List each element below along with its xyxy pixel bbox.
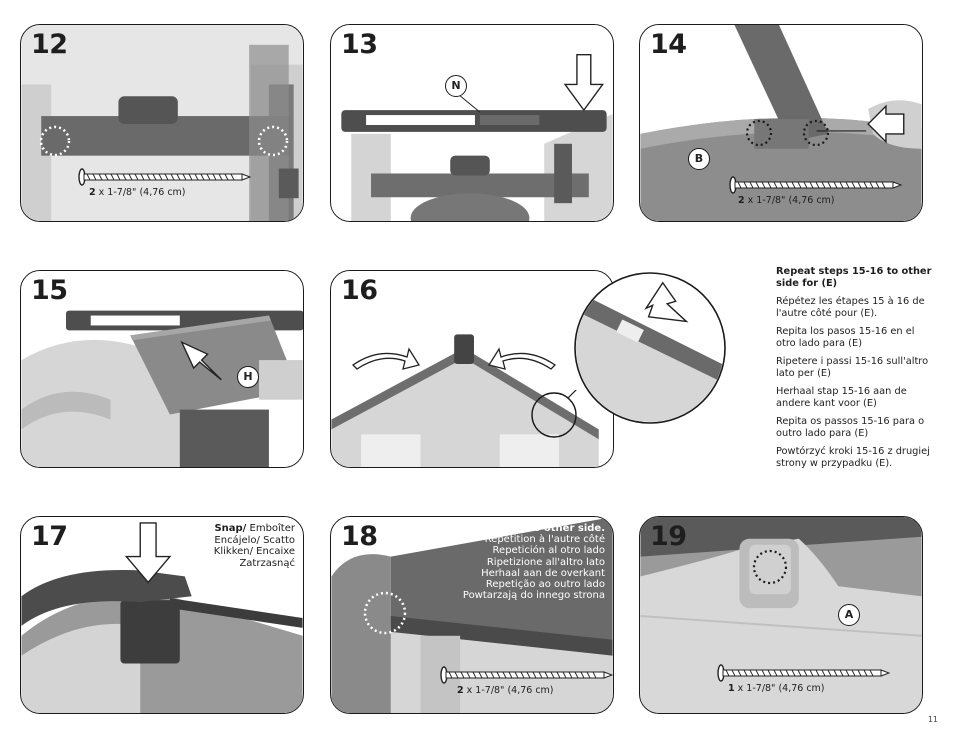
screw-spec-label: 2 x 1-7/8" (4,76 cm) — [738, 195, 835, 206]
step-number: 17 — [31, 521, 68, 552]
step-17-panel: 17 Snap/ Emboîter Encájelo/ Scatto Klikk… — [20, 516, 304, 714]
step-number: 19 — [650, 521, 687, 552]
step-14-panel: 14 B 2 x 1-7/8" (4,76 cm) — [639, 24, 923, 222]
step-number: 12 — [31, 29, 68, 60]
instruction-line: Powtórzyć kroki 15-16 z drugiej strony w… — [776, 446, 930, 469]
step-14-illustration — [640, 25, 922, 221]
step-15-panel: 15 H — [20, 270, 304, 468]
step-13-panel: 13 N — [330, 24, 614, 222]
step-number: 14 — [650, 29, 687, 60]
screw-hole-markers — [745, 119, 830, 147]
step-number: 13 — [341, 29, 378, 60]
step-13-illustration — [331, 25, 613, 221]
step-19-panel: 19 A 1 x 1-7/8" (4,76 cm) — [639, 516, 923, 714]
repeat-steps-instructions: Repeat steps 15-16 to other side for (E)… — [776, 266, 936, 476]
step-12-panel: 12 2 x 1-7/8" (4,76 cm) — [20, 24, 304, 222]
screw-hole-marker — [752, 549, 788, 585]
step-number: 16 — [341, 275, 378, 306]
step-16-zoom-detail — [574, 272, 726, 424]
step-12-illustration — [21, 25, 303, 221]
step-18-panel: 18 Repeat to other side. Répétition à l'… — [330, 516, 614, 714]
step-17-illustration — [21, 517, 303, 713]
step-16-panel: 16 — [330, 270, 614, 468]
screw-icon — [78, 168, 252, 186]
screw-icon — [717, 664, 891, 682]
step-19-illustration — [640, 517, 922, 713]
instruction-line: Herhaal stap 15-16 aan de andere kant vo… — [776, 386, 907, 409]
snap-label: Snap/ Emboîter Encájelo/ Scatto Klikken/… — [213, 523, 295, 569]
screw-spec-label: 2 x 1-7/8" (4,76 cm) — [89, 187, 186, 198]
part-callout-b: B — [688, 148, 710, 170]
screw-hole-marker — [363, 591, 407, 635]
screw-spec-label: 2 x 1-7/8" (4,76 cm) — [457, 685, 554, 696]
page-number: 11 — [927, 715, 938, 724]
zoom-source-circle — [531, 390, 577, 438]
step-16-illustration — [331, 271, 613, 467]
screw-hole-markers — [39, 125, 289, 157]
repeat-other-side-label: Repeat to other side. Répétition à l'aut… — [462, 523, 605, 602]
instruction-line: Repita los pasos 15-16 en el otro lado p… — [776, 326, 915, 349]
part-callout-n: N — [445, 75, 467, 97]
instructions-heading: Repeat steps 15-16 to other side for (E) — [776, 266, 932, 289]
screw-icon — [729, 176, 903, 194]
step-number: 18 — [341, 521, 378, 552]
screw-spec-label: 1 x 1-7/8" (4,76 cm) — [728, 683, 825, 694]
instruction-line: Repita os passos 15-16 para o outro lado… — [776, 416, 925, 439]
rotate-arrows — [351, 347, 557, 370]
part-callout-h: H — [237, 366, 259, 388]
instruction-line: Ripetere i passi 15-16 sull'altro lato p… — [776, 356, 929, 379]
instruction-line: Répétez les étapes 15 à 16 de l'autre cô… — [776, 296, 925, 319]
step-number: 15 — [31, 275, 68, 306]
screw-icon — [440, 666, 613, 684]
part-callout-a: A — [838, 604, 860, 626]
step-18-illustration — [331, 517, 613, 713]
